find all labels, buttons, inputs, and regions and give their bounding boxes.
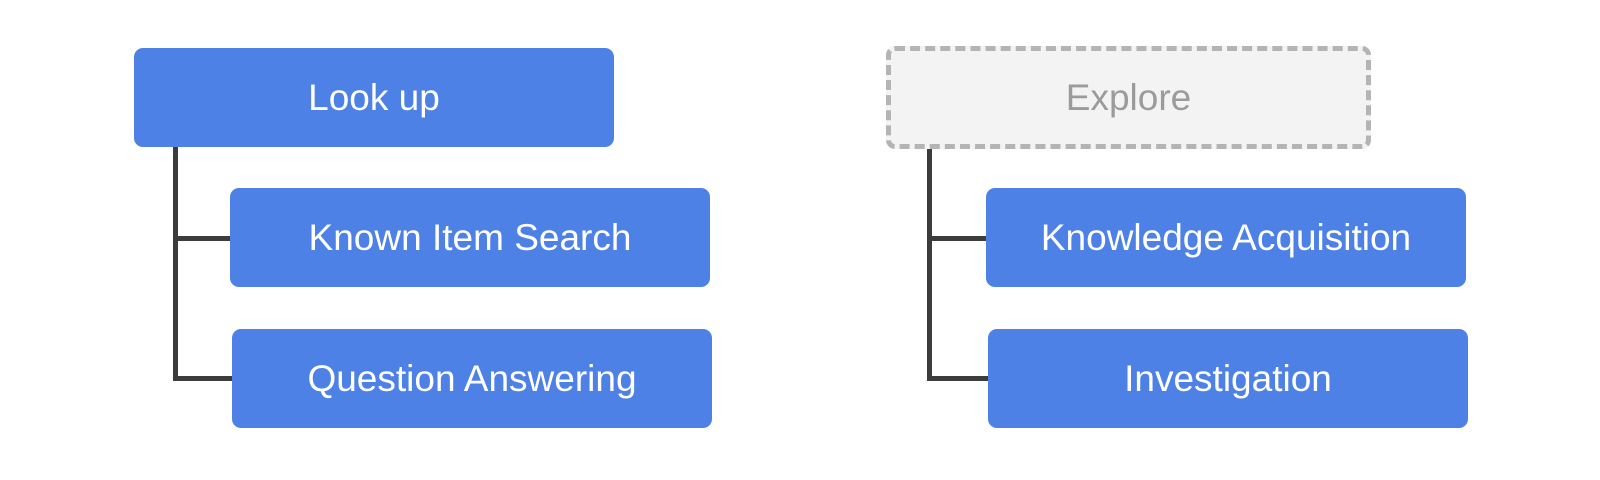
explore-branch-connector-knowledge-acquisition (927, 236, 988, 241)
lookup-node: Look up (134, 48, 614, 147)
investigation-label: Investigation (1124, 357, 1332, 399)
explore-node: Explore (886, 46, 1371, 149)
question-answering-label: Question Answering (307, 357, 637, 399)
question-answering-node: Question Answering (232, 329, 712, 428)
knowledge-acquisition-node: Knowledge Acquisition (986, 188, 1466, 287)
known-item-search-label: Known Item Search (308, 216, 632, 258)
lookup-node-label: Look up (308, 76, 440, 118)
known-item-search-node: Known Item Search (230, 188, 710, 287)
lookup-branch-connector-known-item (173, 236, 232, 241)
explore-branch-connector-investigation (927, 376, 990, 381)
lookup-tree-trunk-connector (173, 147, 178, 381)
lookup-branch-connector-question-answering (173, 376, 234, 381)
investigation-node: Investigation (988, 329, 1468, 428)
explore-tree-trunk-connector (927, 147, 932, 381)
explore-node-label: Explore (1065, 76, 1192, 118)
knowledge-acquisition-label: Knowledge Acquisition (1040, 216, 1412, 258)
